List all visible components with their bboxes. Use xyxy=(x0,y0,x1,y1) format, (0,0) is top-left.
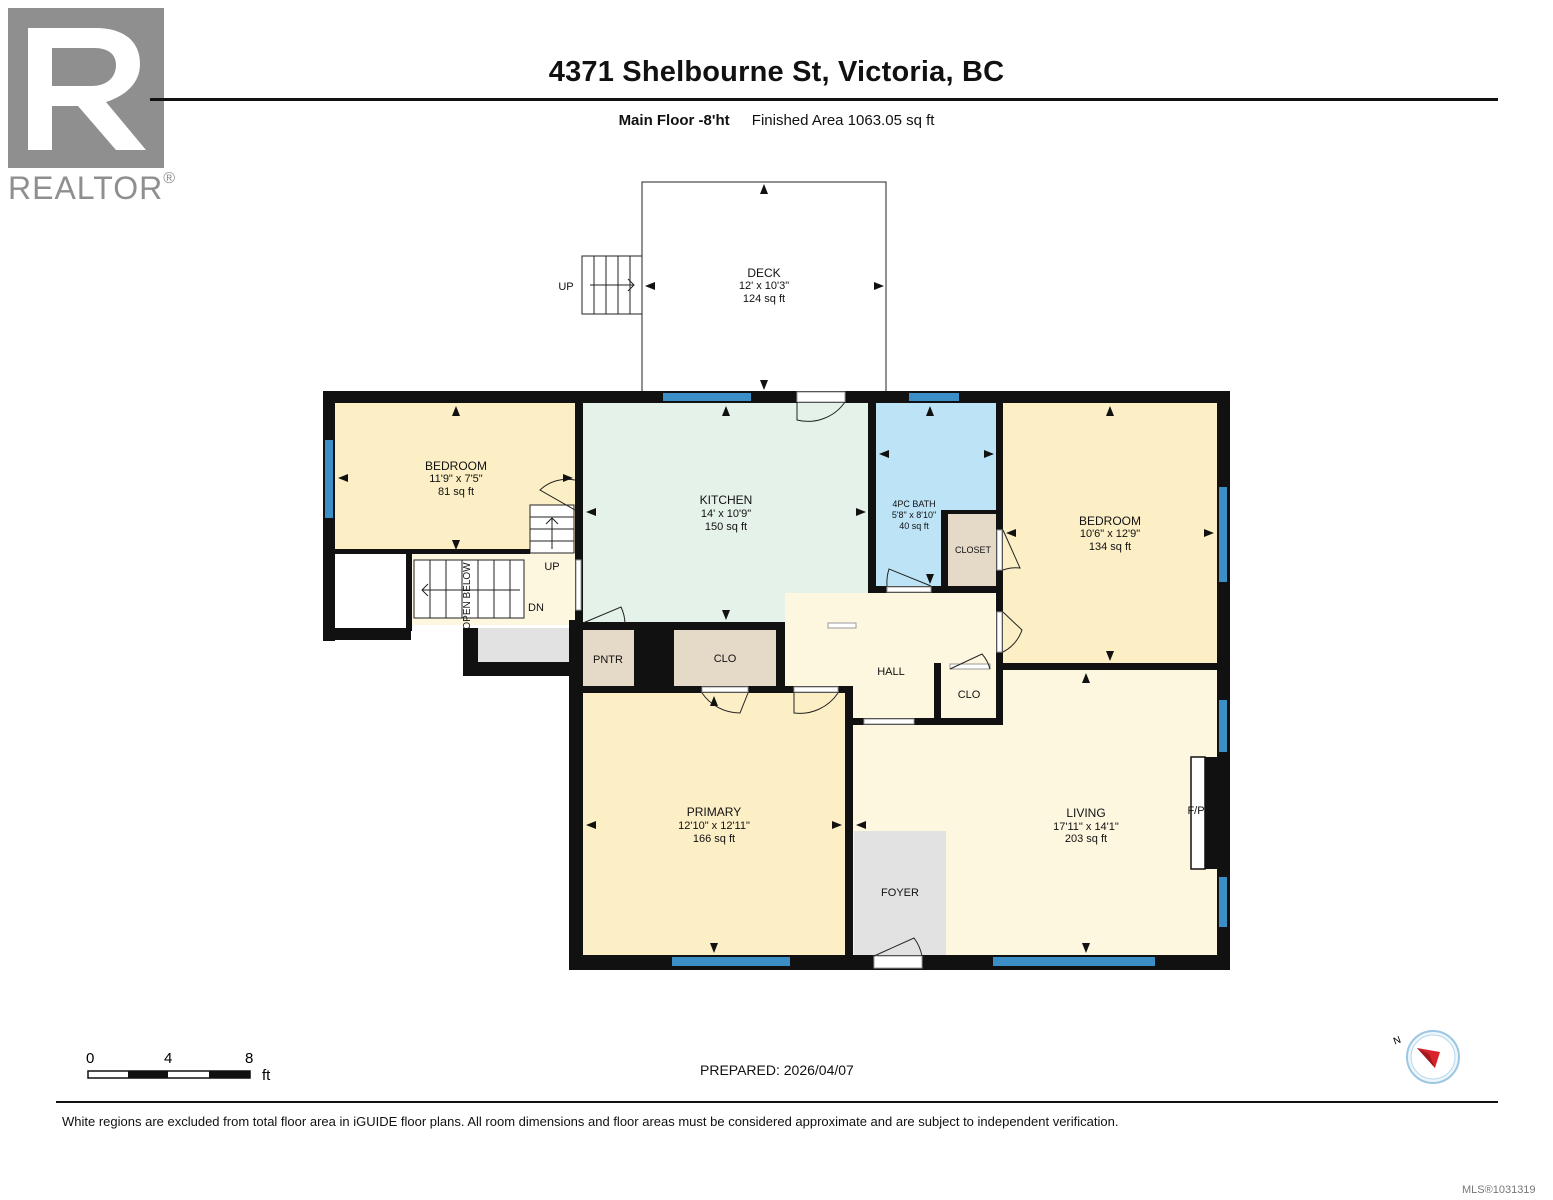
scale-unit: ft xyxy=(262,1067,271,1084)
bedroom-2-fill xyxy=(1003,403,1217,663)
scale-bar-graphic: 0 4 8 ft xyxy=(86,1050,271,1084)
clo-2-label: CLO xyxy=(958,689,981,701)
footer-divider xyxy=(56,1101,1498,1103)
dimension-arrows xyxy=(338,184,1214,953)
clo-1-fill xyxy=(674,630,776,686)
foyer-label: FOYER xyxy=(881,887,919,899)
fireplace-label: F/P xyxy=(1187,805,1204,817)
deck-area: 124 sq ft xyxy=(743,293,785,305)
realtor-r-icon xyxy=(8,8,164,168)
hall-label: HALL xyxy=(877,666,905,678)
kitchen-fill xyxy=(583,403,868,623)
deck-stairs xyxy=(581,255,643,315)
door-swings xyxy=(539,401,1023,957)
finished-area: Finished Area 1063.05 sq ft xyxy=(751,112,935,129)
bedroom-1-dims: 11'9" x 7'5" xyxy=(429,473,482,485)
mls-number: MLS®1031319 xyxy=(1462,1184,1536,1196)
fireplace-hearth xyxy=(1190,756,1206,870)
deck-name: DECK xyxy=(747,266,780,280)
title-divider xyxy=(150,98,1498,101)
foyer-fill xyxy=(854,831,946,955)
living-name: LIVING xyxy=(1066,806,1105,820)
closet-fill xyxy=(948,513,996,586)
clo-1-label: CLO xyxy=(714,653,737,665)
page-title: 4371 Shelbourne St, Victoria, BC xyxy=(548,56,1005,88)
stair-up-label: UP xyxy=(544,561,559,573)
bath-name: 4PC BATH xyxy=(892,499,935,509)
open-below-label: OPEN BELOW xyxy=(462,562,473,630)
prepared-date: PREPARED: 2026/04/07 xyxy=(700,1062,854,1078)
deck-up-label: UP xyxy=(558,281,573,293)
primary-area: 166 sq ft xyxy=(693,833,735,845)
interior-stairs xyxy=(413,504,575,619)
door-openings xyxy=(575,391,1003,969)
deck-dims: 12' x 10'3" xyxy=(739,280,789,292)
living-area: 203 sq ft xyxy=(1065,833,1107,845)
bedroom-2-dims: 10'6" x 12'9" xyxy=(1080,528,1140,540)
kitchen-area: 150 sq ft xyxy=(705,521,747,533)
bedroom-1-area: 81 sq ft xyxy=(438,486,474,498)
kitchen-dims: 14' x 10'9" xyxy=(701,508,751,520)
living-dims: 17'11" x 14'1" xyxy=(1053,821,1119,833)
walls xyxy=(323,391,1230,970)
disclaimer: White regions are excluded from total fl… xyxy=(62,1114,1119,1129)
bath-area: 40 sq ft xyxy=(899,521,929,531)
kitchen-name: KITCHEN xyxy=(700,493,753,507)
svg-text:N: N xyxy=(1392,1035,1403,1048)
windows xyxy=(325,393,1227,966)
floor-summary: Main Floor -8'ht Finished Area 1063.05 s… xyxy=(0,112,1553,129)
stair-down-label: DN xyxy=(528,602,544,614)
primary-dims: 12'10" x 12'11" xyxy=(678,820,750,832)
pantry-fill xyxy=(583,630,634,686)
bath-dims: 5'8" x 8'10" xyxy=(892,510,936,520)
primary-fill xyxy=(583,693,845,955)
scale-tick-8: 8 xyxy=(245,1050,253,1067)
scale-bar: 0 4 8 ft xyxy=(86,1047,286,1087)
floor-label: Main Floor -8'ht xyxy=(618,112,730,129)
realtor-wordmark: REALTOR® xyxy=(8,170,176,207)
bedroom-1-name: BEDROOM xyxy=(425,459,487,473)
scale-tick-4: 4 xyxy=(164,1050,172,1067)
closet-label: CLOSET xyxy=(955,545,992,555)
bedroom-2-name: BEDROOM xyxy=(1079,514,1141,528)
registered-mark: ® xyxy=(163,170,176,187)
deck-area xyxy=(641,181,887,393)
bedroom-2-area: 134 sq ft xyxy=(1089,541,1131,553)
primary-name: PRIMARY xyxy=(687,805,741,819)
stair-nook-fill xyxy=(478,628,573,662)
scale-tick-0: 0 xyxy=(86,1050,94,1067)
compass-icon: N xyxy=(1390,1030,1470,1090)
realtor-wordmark-text: REALTOR xyxy=(8,170,164,206)
realtor-logo xyxy=(8,8,164,168)
pantry-label: PNTR xyxy=(593,654,623,666)
